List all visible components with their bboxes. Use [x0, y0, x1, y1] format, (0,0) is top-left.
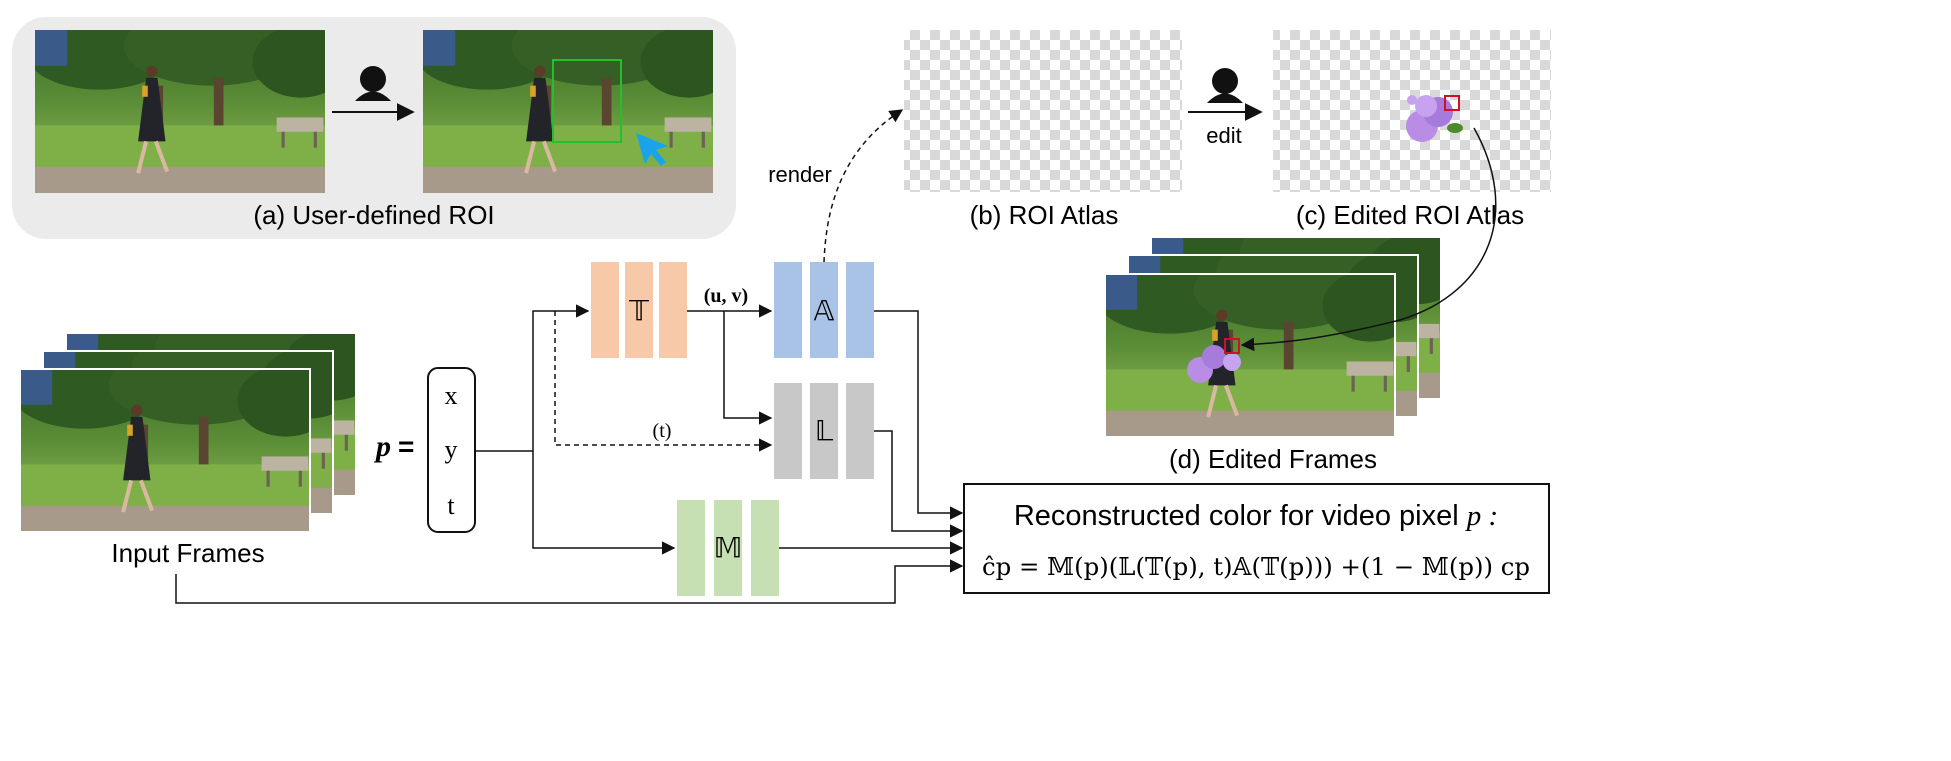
network-t-symbol: 𝕋 [628, 294, 649, 327]
network-m: 𝕄 [677, 500, 779, 596]
network-l-layer-3 [846, 383, 874, 479]
network-l-layer-2 [810, 383, 838, 479]
connectors [175, 109, 964, 604]
result-box [963, 483, 1550, 594]
network-m-layer-2 [714, 500, 742, 596]
network-t: 𝕋 [591, 262, 687, 358]
edge-label-t: (t) [653, 420, 672, 442]
network-a-layer-2 [810, 262, 838, 358]
edit-label: edit [1206, 123, 1241, 148]
edge-render-dashed [823, 109, 904, 263]
frame-marker-box [1224, 338, 1240, 354]
pixel-symbol: p [373, 430, 391, 463]
cursor-icon [636, 133, 668, 166]
network-a: 𝔸 [774, 262, 874, 358]
flower-on-frame [1187, 345, 1241, 383]
network-m-symbol: 𝕄 [714, 531, 743, 564]
panel-b-caption: (b) ROI Atlas [970, 200, 1119, 230]
network-a-layer-3 [846, 262, 874, 358]
network-l: 𝕃 [774, 383, 874, 479]
edge-t-to-l [723, 311, 773, 425]
network-m-layer-1 [677, 500, 705, 596]
panel-d-caption: (d) Edited Frames [1169, 444, 1377, 474]
network-t-layer-3 [659, 262, 687, 358]
coord-t: t [447, 491, 455, 520]
coord-y: y [445, 435, 458, 464]
network-a-layer-1 [774, 262, 802, 358]
result-formula: ĉp = 𝕄(p)(𝕃(𝕋(p), t)𝔸(𝕋(p))) +(1 − 𝕄(p))… [982, 553, 1530, 581]
result-title-var: p : [1465, 500, 1498, 532]
roi-source-photo [27, 6, 349, 193]
edge-p-to-m [532, 451, 676, 555]
edge-input-to-output [175, 559, 964, 604]
result-title: Reconstructed color for video pixel p : [1014, 500, 1498, 532]
user-icon-edit [1207, 68, 1243, 103]
edge-label-uv: (u, v) [704, 285, 748, 307]
network-t-layer-2 [625, 262, 653, 358]
flower-edit [1406, 95, 1463, 142]
user-icon [355, 66, 391, 101]
roi-selected-photo [415, 6, 737, 193]
result-title-text: Reconstructed color for video pixel [1014, 500, 1459, 532]
network-l-symbol: 𝕃 [815, 414, 834, 447]
network-a-symbol: 𝔸 [814, 294, 835, 327]
edge-l-to-output [874, 430, 964, 538]
arrow-atlas-to-frame [1240, 127, 1497, 352]
panel-c-caption: (c) Edited ROI Atlas [1296, 200, 1524, 230]
pixel-vector [427, 367, 476, 533]
panel-a-caption: (a) User-defined ROI [253, 200, 494, 230]
edit-marker-box [1444, 95, 1460, 111]
input-frame-front [12, 345, 334, 532]
network-l-layer-1 [774, 383, 802, 479]
edited-atlas-checker [1273, 30, 1551, 192]
network-m-layer-3 [751, 500, 779, 596]
render-label: render [768, 162, 832, 187]
roi-atlas-checker [904, 30, 1182, 192]
roi-box [552, 59, 622, 143]
edge-p-to-t [532, 304, 590, 451]
pixel-equals: = [398, 431, 414, 462]
edge-a-to-output [874, 310, 964, 520]
coord-x: x [445, 381, 458, 410]
network-t-layer-1 [591, 262, 619, 358]
input-caption: Input Frames [111, 538, 264, 568]
